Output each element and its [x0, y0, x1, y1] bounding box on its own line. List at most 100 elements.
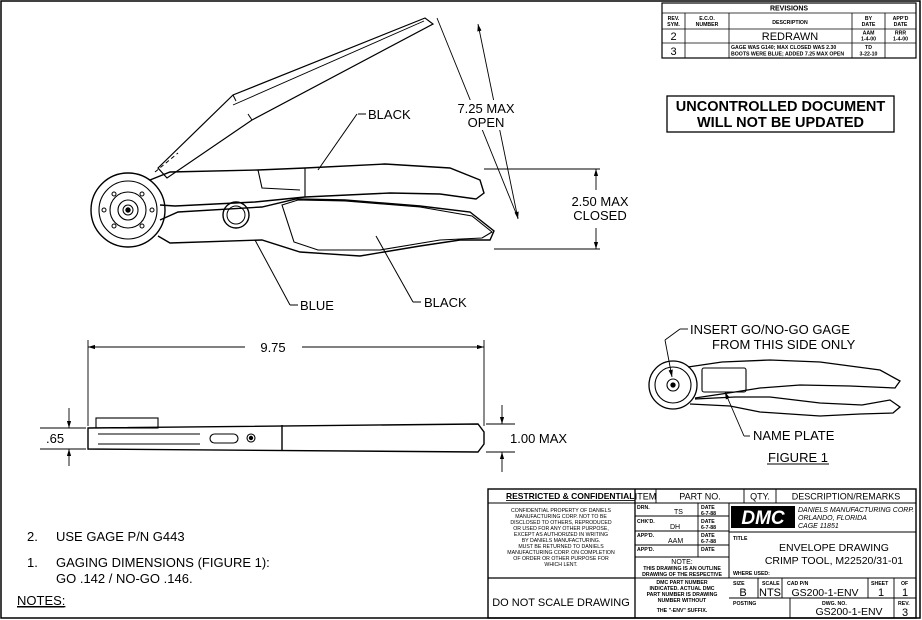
restricted-title: RESTRICTED & CONFIDENTIAL — [506, 491, 634, 501]
restricted-line: EXCEPT AS AUTHORIZED IN WRITING — [514, 532, 608, 538]
of-label: OF — [901, 581, 908, 587]
note-text-line: DRAWING OF THE RESPECTIVE — [642, 572, 722, 578]
title-label: TITLE — [733, 536, 748, 542]
lower-handle — [157, 198, 495, 257]
by-date-header: DATE — [862, 22, 876, 28]
sym-header: SYM. — [667, 22, 680, 28]
appd1-value: AAM — [668, 538, 683, 545]
scale-value: NTS — [759, 587, 781, 599]
dmc-logo-text: DMC — [741, 508, 785, 529]
dmc-logo: DMC — [731, 506, 795, 529]
rev-row-2-desc-line-1: GAGE WAS G140; MAX CLOSED WAS 2.30 — [731, 45, 836, 51]
restricted-line: MUST BE RETURNED TO DANIELS — [518, 544, 604, 550]
figure-1-view — [648, 328, 902, 465]
rev-row-1-by: AAM — [863, 31, 875, 37]
revisions-table: REVISIONS REV. SYM. E.C.O. NUMBER DESCRI… — [661, 2, 917, 59]
parts-desc-header: DESCRIPTION/REMARKS — [792, 492, 901, 502]
chkd-value: DH — [670, 524, 680, 531]
note-text-line: PART NUMBER IS DRAWING — [647, 592, 718, 598]
where-used-label: WHERE USED: — [733, 571, 770, 577]
description-header: DESCRIPTION — [772, 20, 808, 26]
dim-closed: 2.50 MAX CLOSED — [571, 194, 628, 223]
chkd-date: 6-7-88 — [701, 525, 716, 531]
notes-block: 2. USE GAGE P/N G443 1. GAGING DIMENSION… — [17, 529, 270, 608]
of-value: 1 — [902, 587, 908, 599]
revisions-title: REVISIONS — [770, 6, 808, 13]
restricted-line: CONFIDENTIAL PROPERTY OF DANIELS — [511, 508, 611, 514]
rev-row-2-by: TD — [865, 45, 872, 51]
note-label: NOTE: — [671, 559, 692, 566]
insert-note-line-2: FROM THIS SIDE ONLY — [712, 337, 856, 352]
rev-row-1-appd: RRR — [895, 31, 906, 37]
dim-open: 7.25 MAX OPEN — [456, 100, 516, 130]
rev-header: REV. — [668, 16, 680, 22]
stamp-line-2: WILL NOT BE UPDATED — [697, 115, 864, 131]
sheet-value: 1 — [878, 587, 884, 599]
restricted-line: BY DANIELS MANUFACTURING. — [522, 538, 601, 544]
open-handle-dash — [154, 152, 179, 173]
chkd-label: CHK'D. — [637, 519, 655, 525]
note-text-line: THIS DRAWING IS AN OUTLINE — [643, 566, 721, 572]
parts-partno-header: PART NO. — [679, 492, 721, 502]
rev-row-1-sym: 2 — [670, 31, 676, 43]
uncontrolled-stamp: UNCONTROLLED DOCUMENT WILL NOT BE UPDATE… — [666, 95, 895, 133]
label-blue: BLUE — [300, 298, 334, 313]
rev-value: 3 — [902, 607, 908, 619]
drn-value: TS — [674, 509, 683, 516]
note-text-line: INDICATED. ACTUAL DMC — [649, 586, 714, 592]
title-block — [487, 488, 917, 619]
appd2-date-label: DATE — [701, 547, 715, 553]
crimp-tool-main-view — [90, 17, 600, 306]
eco-header: E.C.O. — [699, 16, 715, 22]
rev-row-2-desc-line-2: BOOTS WERE BLUE; ADDED 7.25 MAX OPEN — [731, 52, 844, 58]
crimp-tool-side-view — [40, 340, 515, 472]
by-header: BY — [865, 16, 873, 22]
note-2-text: USE GAGE P/N G443 — [56, 529, 185, 544]
appd2-label: APP'D. — [637, 547, 655, 553]
size-label: SIZE — [733, 581, 745, 587]
rev-row-2-sym: 3 — [670, 46, 676, 58]
note-1-number: 1. — [27, 555, 38, 570]
appd1-date-label: DATE — [701, 533, 715, 539]
note-1-text-line-1: GAGING DIMENSIONS (FIGURE 1): — [56, 555, 270, 570]
note-2-number: 2. — [27, 529, 38, 544]
label-black-upper: BLACK — [368, 107, 411, 122]
dim-closed-label: CLOSED — [573, 208, 626, 223]
rev-row-1-desc: REDRAWN — [762, 31, 818, 43]
dwg-label: DWG. NO. — [822, 601, 847, 607]
company-city: ORLANDO, FLORIDA — [798, 515, 867, 522]
restricted-line: OF ORDER OR OTHER PURPOSE FOR — [513, 556, 609, 562]
company-cage: CAGE 11851 — [798, 523, 839, 530]
note-text-line: THE "-ENV" SUFFIX. — [657, 608, 708, 614]
note-1-text-line-2: GO .142 / NO-GO .146. — [56, 571, 193, 586]
label-black-lower: BLACK — [424, 295, 467, 310]
dim-open-value: 7.25 MAX — [457, 101, 514, 116]
size-value: B — [739, 587, 746, 599]
appd-header: APP'D — [893, 16, 909, 22]
eco-number-header: NUMBER — [696, 22, 719, 28]
head-indenter — [109, 191, 147, 229]
rev-label: REV. — [898, 601, 910, 607]
drn-date: 6-7-88 — [701, 511, 716, 517]
do-not-scale: DO NOT SCALE DRAWING — [492, 597, 630, 609]
appd-date-header: DATE — [894, 22, 908, 28]
drn-date-label: DATE — [701, 505, 715, 511]
appd1-date: 6-7-88 — [701, 539, 716, 545]
appd1-label: APP'D. — [637, 533, 655, 539]
restricted-line: WHICH LENT. — [544, 562, 577, 568]
company-name: DANIELS MANUFACTURING CORP. — [798, 507, 914, 514]
name-plate — [701, 367, 747, 393]
scale-label: SCALE — [762, 581, 780, 587]
dim-open-label: OPEN — [468, 115, 505, 130]
side-view-body — [87, 423, 485, 453]
pivot-screw — [222, 201, 250, 229]
cad-value: GS200-1-ENV — [791, 587, 858, 599]
restricted-text: CONFIDENTIAL PROPERTY OF DANIELS MANUFAC… — [507, 508, 615, 568]
note-text-line: DMC PART NUMBER — [656, 580, 707, 586]
stamp-line-1: UNCONTROLLED DOCUMENT — [676, 99, 886, 115]
rev-row-1-by-date: 1-4-00 — [861, 37, 876, 43]
sheet-label: SHEET — [871, 581, 889, 587]
parts-qty-header: QTY. — [750, 492, 770, 502]
